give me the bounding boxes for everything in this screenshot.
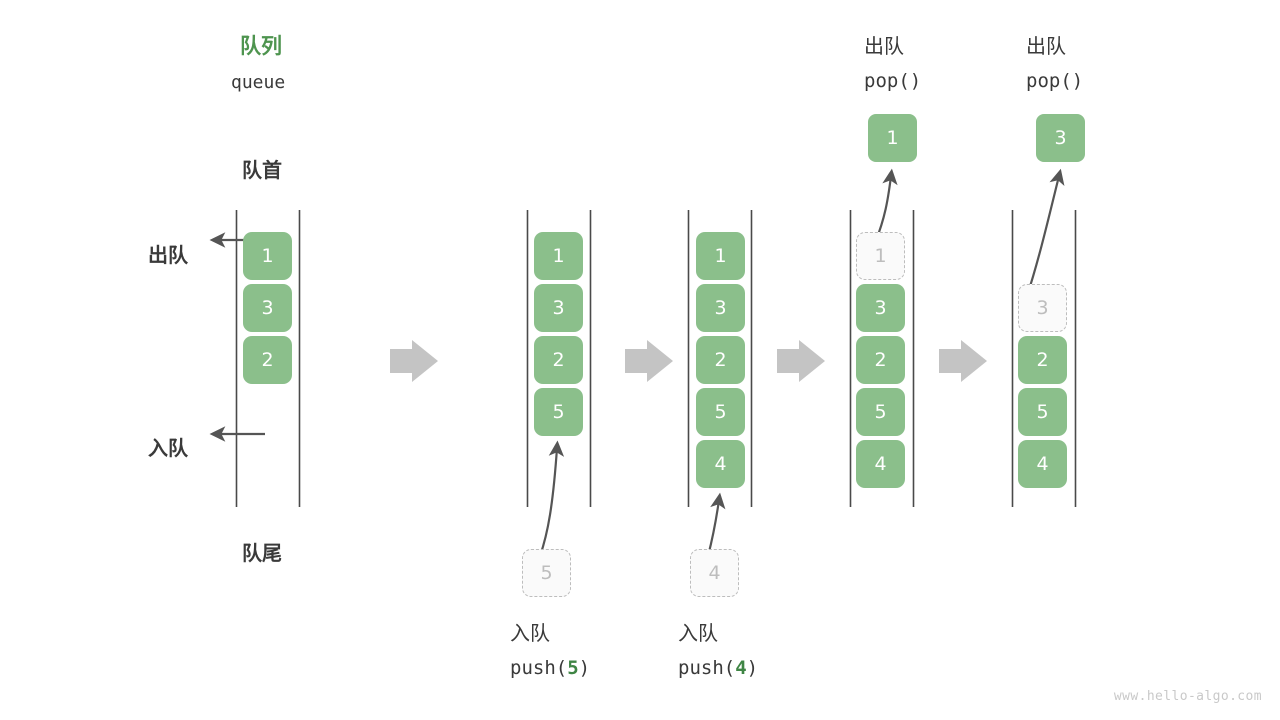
push-code-suffix: ): [578, 657, 591, 679]
queue-cell[interactable]: 3: [696, 284, 745, 332]
queue-cell[interactable]: 4: [1018, 440, 1067, 488]
flow-arrow-4: [939, 340, 987, 382]
push-code-prefix: push(: [510, 657, 568, 679]
vacated-ghost-cell: 3: [1018, 284, 1067, 332]
queue-cell[interactable]: 2: [534, 336, 583, 384]
queue-cell[interactable]: 3: [856, 284, 905, 332]
vacated-ghost-cell: 1: [856, 232, 905, 280]
pop-connector-col5: [1025, 168, 1065, 297]
flow-arrow-2: [625, 340, 673, 382]
dequeue-side-label: 出队: [148, 243, 188, 267]
push-caption-code: push(5): [510, 659, 590, 678]
queue-cell[interactable]: 5: [856, 388, 905, 436]
incoming-ghost-cell: 5: [522, 549, 571, 597]
queue-cell[interactable]: 5: [534, 388, 583, 436]
queue-cell[interactable]: 4: [696, 440, 745, 488]
push-code-prefix: push(: [678, 657, 736, 679]
queue-front-label: 队首: [242, 158, 282, 182]
pop-header-code: pop(): [1026, 70, 1084, 92]
pop-header-cn: 出队: [1026, 34, 1066, 58]
queue-cell[interactable]: 1: [696, 232, 745, 280]
push-connector-col3: [706, 492, 726, 557]
queue-cell[interactable]: 3: [534, 284, 583, 332]
watermark: www.hello-algo.com: [1113, 689, 1262, 704]
queue-cell[interactable]: 5: [696, 388, 745, 436]
page-title-cn: 队列: [240, 34, 282, 58]
queue-cell[interactable]: 4: [856, 440, 905, 488]
push-connector-col2: [538, 440, 565, 557]
flow-arrow-1: [390, 340, 438, 382]
queue-rear-label: 队尾: [242, 541, 282, 565]
queue-cell[interactable]: 2: [243, 336, 292, 384]
queue-cell[interactable]: 1: [534, 232, 583, 280]
push-code-arg: 5: [567, 657, 579, 679]
enqueue-side-label: 入队: [148, 436, 188, 460]
push-code-suffix: ): [746, 657, 759, 679]
incoming-ghost-cell: 4: [690, 549, 739, 597]
queue-cell[interactable]: 2: [696, 336, 745, 384]
pop-header-code: pop(): [864, 70, 922, 92]
push-code-arg: 4: [735, 657, 747, 679]
push-caption-cn: 入队: [678, 621, 718, 645]
popped-cell[interactable]: 1: [868, 114, 917, 162]
queue-cell[interactable]: 5: [1018, 388, 1067, 436]
queue-cell[interactable]: 2: [1018, 336, 1067, 384]
push-caption-code: push(4): [678, 659, 758, 678]
queue-cell[interactable]: 2: [856, 336, 905, 384]
queue-cell[interactable]: 1: [243, 232, 292, 280]
popped-cell[interactable]: 3: [1036, 114, 1085, 162]
queue-cell[interactable]: 3: [243, 284, 292, 332]
flow-arrow-3: [777, 340, 825, 382]
push-caption-cn: 入队: [510, 621, 550, 645]
pop-header-cn: 出队: [864, 34, 904, 58]
page-title-en: queue: [231, 72, 286, 93]
